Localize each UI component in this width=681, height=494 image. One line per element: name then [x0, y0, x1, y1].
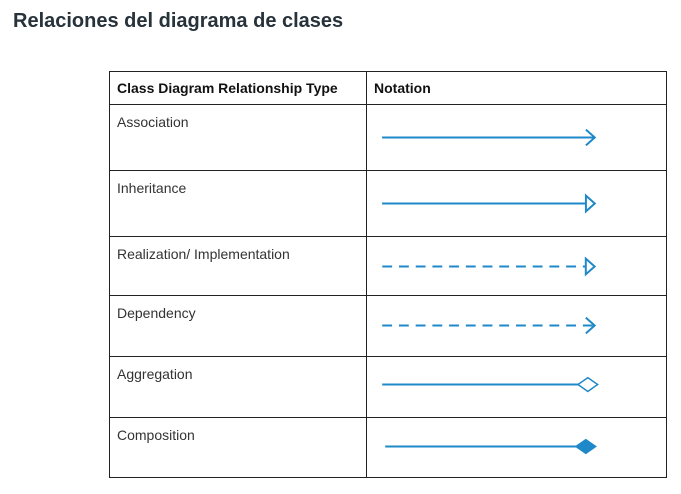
table-header-row: Class Diagram Relationship Type Notation [109, 71, 667, 105]
page-title: Relaciones del diagrama de clases [13, 10, 344, 32]
type-aggregation: Aggregation [109, 356, 367, 418]
table-row: Association [109, 104, 667, 171]
dashed-line-open-arrow-icon [382, 316, 597, 335]
solid-line-hollow-triangle-icon [382, 193, 597, 214]
dashed-line-hollow-triangle-icon [382, 256, 597, 277]
type-inheritance: Inheritance [109, 170, 367, 237]
table-row: Dependency [109, 295, 667, 357]
type-association: Association [109, 104, 367, 171]
notation-composition [366, 417, 667, 478]
type-dependency: Dependency [109, 295, 367, 357]
solid-line-hollow-diamond-icon [382, 376, 599, 393]
table-row: Aggregation [109, 356, 667, 418]
header-type: Class Diagram Relationship Type [109, 71, 367, 105]
solid-line-filled-diamond-icon [385, 438, 597, 455]
notation-aggregation [366, 356, 667, 418]
notation-dependency [366, 295, 667, 357]
table-row: Inheritance [109, 170, 667, 237]
relationship-table: Class Diagram Relationship Type Notation… [109, 71, 667, 478]
table-row: Realization/ Implementation [109, 236, 667, 296]
header-notation: Notation [366, 71, 667, 105]
solid-line-open-arrow-icon [382, 128, 597, 147]
notation-association [366, 104, 667, 171]
notation-inheritance [366, 170, 667, 237]
type-realization: Realization/ Implementation [109, 236, 367, 296]
table-row: Composition [109, 417, 667, 478]
notation-realization [366, 236, 667, 296]
type-composition: Composition [109, 417, 367, 478]
